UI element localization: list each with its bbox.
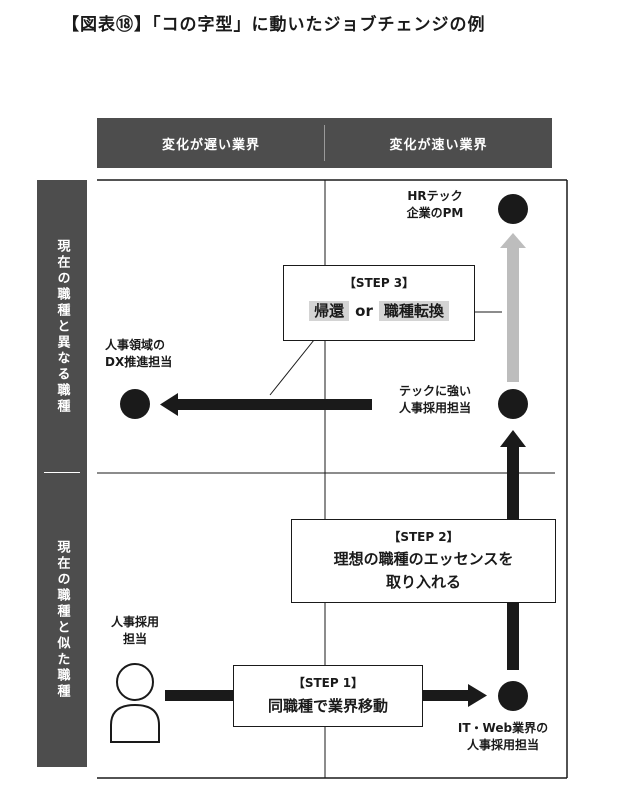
dx-hr-label: 人事領域の DX推進担当	[105, 337, 172, 372]
start-person-label-line1: 人事採用	[110, 615, 159, 629]
it-web-hr-node	[498, 681, 528, 711]
step1-body: 同職種で業界移動	[267, 697, 388, 715]
tech-hr-label: テックに強い 人事採用担当	[380, 383, 490, 418]
left-arrow-shaft	[176, 399, 372, 410]
row-header-similar: 現在の職種と似た職種	[37, 473, 87, 767]
hr-tech-pm-label: HRテック 企業のPM	[380, 188, 490, 223]
row-header-similar-label: 現在の職種と似た職種	[54, 540, 70, 700]
right-arrow-head	[468, 684, 487, 707]
step3-box: 【STEP 3】 帰還 or 職種転換	[283, 265, 475, 341]
person-icon	[110, 663, 160, 743]
it-web-hr-label-line1: IT・Web業界の	[457, 721, 549, 735]
row-header-divider	[44, 472, 80, 474]
it-web-hr-label: IT・Web業界の 人事採用担当	[448, 720, 558, 755]
tech-hr-node	[498, 389, 528, 419]
step2-box: 【STEP 2】 理想の職種のエッセンスを 取り入れる	[291, 519, 556, 603]
row-header-different: 現在の職種と異なる職種	[37, 180, 87, 473]
step1-title: 【STEP 1】	[292, 676, 364, 690]
left-arrow-head	[160, 393, 178, 416]
step3-options: 帰還 or 職種転換	[284, 300, 474, 321]
step2-body: 理想の職種のエッセンスを 取り入れる	[292, 548, 555, 593]
start-person-label: 人事採用 担当	[100, 614, 170, 649]
step3-or: or	[355, 302, 373, 320]
step1-box: 【STEP 1】 同職種で業界移動	[233, 665, 423, 727]
step2-title: 【STEP 2】	[388, 530, 459, 544]
start-person-label-line2: 担当	[122, 632, 147, 647]
it-web-hr-label-line2: 人事採用担当	[466, 738, 539, 753]
hr-tech-pm-node	[498, 194, 528, 224]
figure-title: 【図表⑱】「コの字型」に動いたジョブチェンジの例	[62, 15, 486, 35]
tech-hr-label-line1: テックに強い	[398, 384, 471, 398]
tech-hr-label-line2: 人事採用担当	[398, 401, 471, 416]
column-header-divider	[324, 125, 325, 161]
column-header-fast: 変化が速い業界	[325, 118, 552, 168]
gray-arrow-shaft	[507, 246, 519, 382]
step2-body-line2: 取り入れる	[385, 572, 461, 591]
column-header-slow: 変化が遅い業界	[97, 118, 325, 168]
step3-option-change: 職種転換	[378, 301, 449, 321]
dx-hr-node	[120, 389, 150, 419]
step2-body-line1: 理想の職種のエッセンスを	[333, 550, 514, 568]
step3-title: 【STEP 3】	[343, 276, 415, 290]
dx-hr-label-line2: DX推進担当	[105, 355, 173, 370]
dx-hr-label-line1: 人事領域の	[105, 338, 166, 352]
row-header-different-label: 現在の職種と異なる職種	[54, 238, 70, 415]
step3-option-return: 帰還	[309, 301, 350, 321]
hr-tech-pm-label-line2: 企業のPM	[406, 206, 464, 221]
up-arrow-head	[500, 430, 526, 447]
hr-tech-pm-label-line1: HRテック	[407, 189, 463, 203]
gray-arrow-head	[500, 233, 526, 248]
